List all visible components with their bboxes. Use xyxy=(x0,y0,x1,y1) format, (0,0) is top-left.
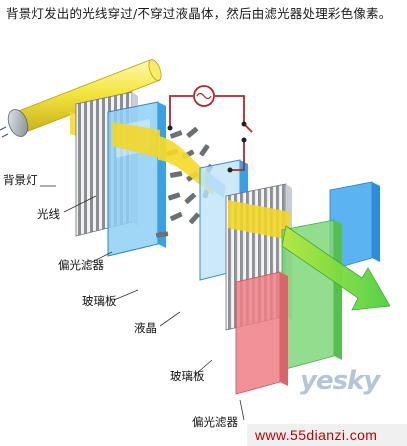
watermark-site-banner: www.55dianzi.com xyxy=(247,424,407,446)
watermark-brand: yesky xyxy=(300,366,380,396)
label-front-polarizer: 偏光滤器 xyxy=(58,258,104,272)
label-backlight: 背景灯 xyxy=(3,173,38,187)
backlight-lamp xyxy=(0,59,162,138)
diagram-caption: 背景灯发出的光线穿过/不穿过液晶体，然后由滤光器处理彩色像素。 xyxy=(6,6,392,21)
label-liquid-crystal: 液晶 xyxy=(134,321,157,335)
liquid-crystal-molecules xyxy=(155,127,214,238)
red-filter xyxy=(235,271,281,395)
watermark-site-text: www.55dianzi.com xyxy=(255,427,378,443)
label-back-polarizer: 偏光滤器 xyxy=(192,415,238,429)
circuit xyxy=(169,85,253,171)
exit-light-arrow xyxy=(281,225,391,311)
label-back-glass: 玻璃板 xyxy=(170,369,205,383)
label-front-glass: 玻璃板 xyxy=(82,294,117,308)
label-light: 光线 xyxy=(37,207,60,221)
leader-lines xyxy=(40,185,245,421)
